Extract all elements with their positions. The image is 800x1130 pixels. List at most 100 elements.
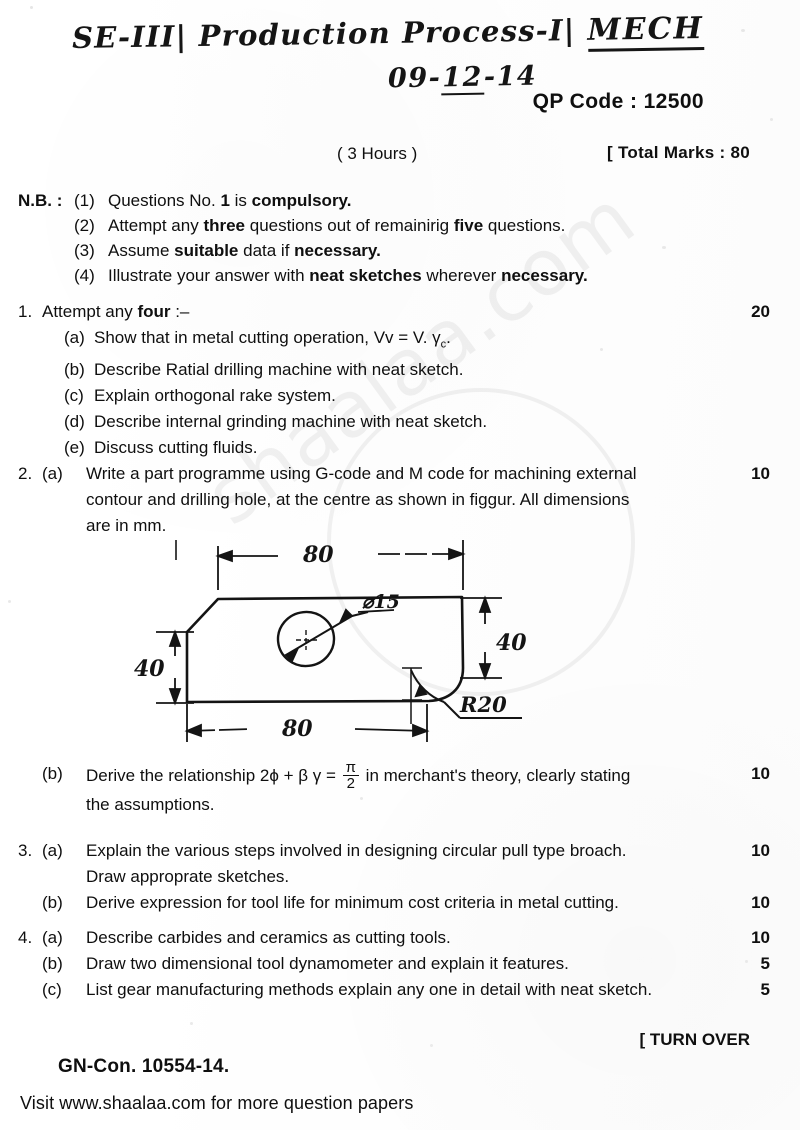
dim-right-value: 40 <box>496 630 527 656</box>
nb-spacer <box>18 263 74 288</box>
handwritten-branch: MECH <box>587 11 705 52</box>
sub-question-text: Describe internal grinding machine with … <box>94 412 488 432</box>
question-2a-line2: contour and drilling hole, at the centre… <box>0 487 770 513</box>
nb-item: (4) Illustrate your answer with neat ske… <box>18 263 778 288</box>
scan-speck <box>741 29 745 32</box>
dim-bottom-80 <box>184 704 430 742</box>
visit-site-line: Visit www.shaalaa.com for more question … <box>20 1093 414 1113</box>
nb-label: N.B. : <box>18 191 63 210</box>
scan-speck <box>190 1022 193 1025</box>
question-3a-line1: 3. (a) Explain the various steps involve… <box>0 838 770 864</box>
sub-question-text: Explain the various steps involved in de… <box>86 841 627 860</box>
dim-top-value: 80 <box>302 542 334 568</box>
qp-code: QP Code : 12500 <box>532 90 704 113</box>
sub-question-text: Discuss cutting fluids. <box>94 438 258 458</box>
sub-question: (e) Discuss cutting fluids. <box>42 435 770 461</box>
nb-item: N.B. : (1) Questions No. 1 is compulsory… <box>18 188 778 213</box>
dim-right-40 <box>460 595 502 681</box>
spacer <box>0 792 42 818</box>
nb-item: (3) Assume suitable data if necessary. <box>18 238 778 263</box>
fillet-leader <box>402 667 522 724</box>
sub-question-tag: (c) <box>64 386 84 406</box>
spacer <box>0 890 42 916</box>
hole-diameter-label: ⌀15 <box>362 591 400 613</box>
spacer <box>0 513 42 539</box>
turn-over-label: [ TURN OVER <box>639 1030 751 1049</box>
part-outline <box>185 595 465 704</box>
sub-question-text-cont: Draw approprate sketches. <box>86 867 290 886</box>
question-marks: 10 <box>751 841 770 860</box>
dim-top-80 <box>175 540 466 590</box>
nb-number: (3) <box>74 241 95 260</box>
dim-left-value: 40 <box>134 656 165 682</box>
spacer <box>42 513 86 539</box>
nb-item: (2) Attempt any three questions out of r… <box>18 213 778 238</box>
spacer <box>0 977 42 1003</box>
spacer <box>0 864 42 890</box>
question-1-stem: 1. Attempt any four :– 20 <box>0 299 770 325</box>
question-number: 1. <box>18 302 33 321</box>
nb-spacer <box>18 213 74 238</box>
question-marks: 10 <box>751 464 770 483</box>
fillet-radius-label: R20 <box>459 692 507 717</box>
nb-number: (1) <box>74 191 95 210</box>
nb-text: Assume suitable data if necessary. <box>108 241 381 260</box>
question-number: 4. <box>18 928 33 947</box>
question-marks: 10 <box>751 893 770 912</box>
total-marks: [ Total Marks : 80 <box>606 143 750 162</box>
question-number: 2. <box>18 464 33 483</box>
sub-question-text: List gear manufacturing methods explain … <box>86 980 653 999</box>
scan-speck <box>430 1044 433 1047</box>
question-4b: (b) Draw two dimensional tool dynamomete… <box>0 951 770 977</box>
spacer <box>736 513 770 539</box>
dim-left-40 <box>156 629 194 706</box>
question-number: 3. <box>18 841 33 860</box>
question-1-subparts: (a) Show that in metal cutting operation… <box>42 325 770 461</box>
date-suffix: -14 <box>483 60 538 93</box>
sub-question-tag: (b) <box>42 893 63 912</box>
sub-question-text-cont: are in mm. <box>86 516 167 535</box>
drilled-hole <box>276 610 336 668</box>
sub-question-tag: (a) <box>42 464 63 483</box>
question-2b: (b) Derive the relationship 2ϕ + β γ = π… <box>0 760 770 818</box>
sub-question-text-cont: contour and drilling hole, at the centre… <box>86 490 630 509</box>
handwritten-date: 09-12-14 <box>388 60 538 96</box>
diameter-leader <box>284 608 369 663</box>
sub-question-tag: (d) <box>64 412 85 432</box>
question-4: 4. (a) Describe carbides and ceramics as… <box>0 925 770 1003</box>
question-1: 1. Attempt any four :– 20 (a) Show that … <box>0 299 770 461</box>
sub-question-tag: (b) <box>64 360 85 380</box>
sub-question-tag: (a) <box>64 328 85 347</box>
spacer <box>736 792 770 818</box>
sub-question-tag: (b) <box>42 954 63 973</box>
spacer <box>42 792 86 818</box>
sub-question-tag: (a) <box>42 841 63 860</box>
handwritten-subject-line: SE-III| Production Process-I| MECH <box>71 11 705 56</box>
question-marks: 10 <box>751 928 770 947</box>
spacer <box>42 864 86 890</box>
sub-question: (c) Explain orthogonal rake system. <box>42 383 770 409</box>
sub-question-text: Describe carbides and ceramics as cuttin… <box>86 928 451 947</box>
spacer <box>0 487 42 513</box>
question-3b: (b) Derive expression for tool life for … <box>0 890 770 916</box>
question-stem-text: Attempt any four :– <box>42 302 190 321</box>
question-2a-line1: 2. (a) Write a part programme using G-co… <box>0 461 770 487</box>
handwritten-subject-text: SE-III| Production Process-I| <box>71 13 576 55</box>
sub-question-tag: (e) <box>64 438 85 458</box>
exam-duration: ( 3 Hours ) <box>337 144 418 163</box>
spacer <box>736 487 770 513</box>
question-3a-line2: Draw approprate sketches. <box>0 864 770 890</box>
question-2a-line3: are in mm. <box>0 513 770 539</box>
nb-text: Illustrate your answer with neat sketche… <box>108 266 588 285</box>
question-3: 3. (a) Explain the various steps involve… <box>0 838 770 916</box>
part-drawing: ⌀15 80 <box>130 528 550 768</box>
question-marks: 5 <box>760 980 770 999</box>
sub-question-text: Write a part programme using G-code and … <box>86 464 637 483</box>
sub-question-tag: (a) <box>42 928 63 947</box>
sub-question-text: Explain orthogonal rake system. <box>94 386 336 406</box>
spacer <box>42 487 86 513</box>
scan-speck <box>30 6 33 9</box>
question-2b-line2: the assumptions. <box>0 792 770 818</box>
sub-question: (b) Describe Ratial drilling machine wit… <box>42 357 770 383</box>
